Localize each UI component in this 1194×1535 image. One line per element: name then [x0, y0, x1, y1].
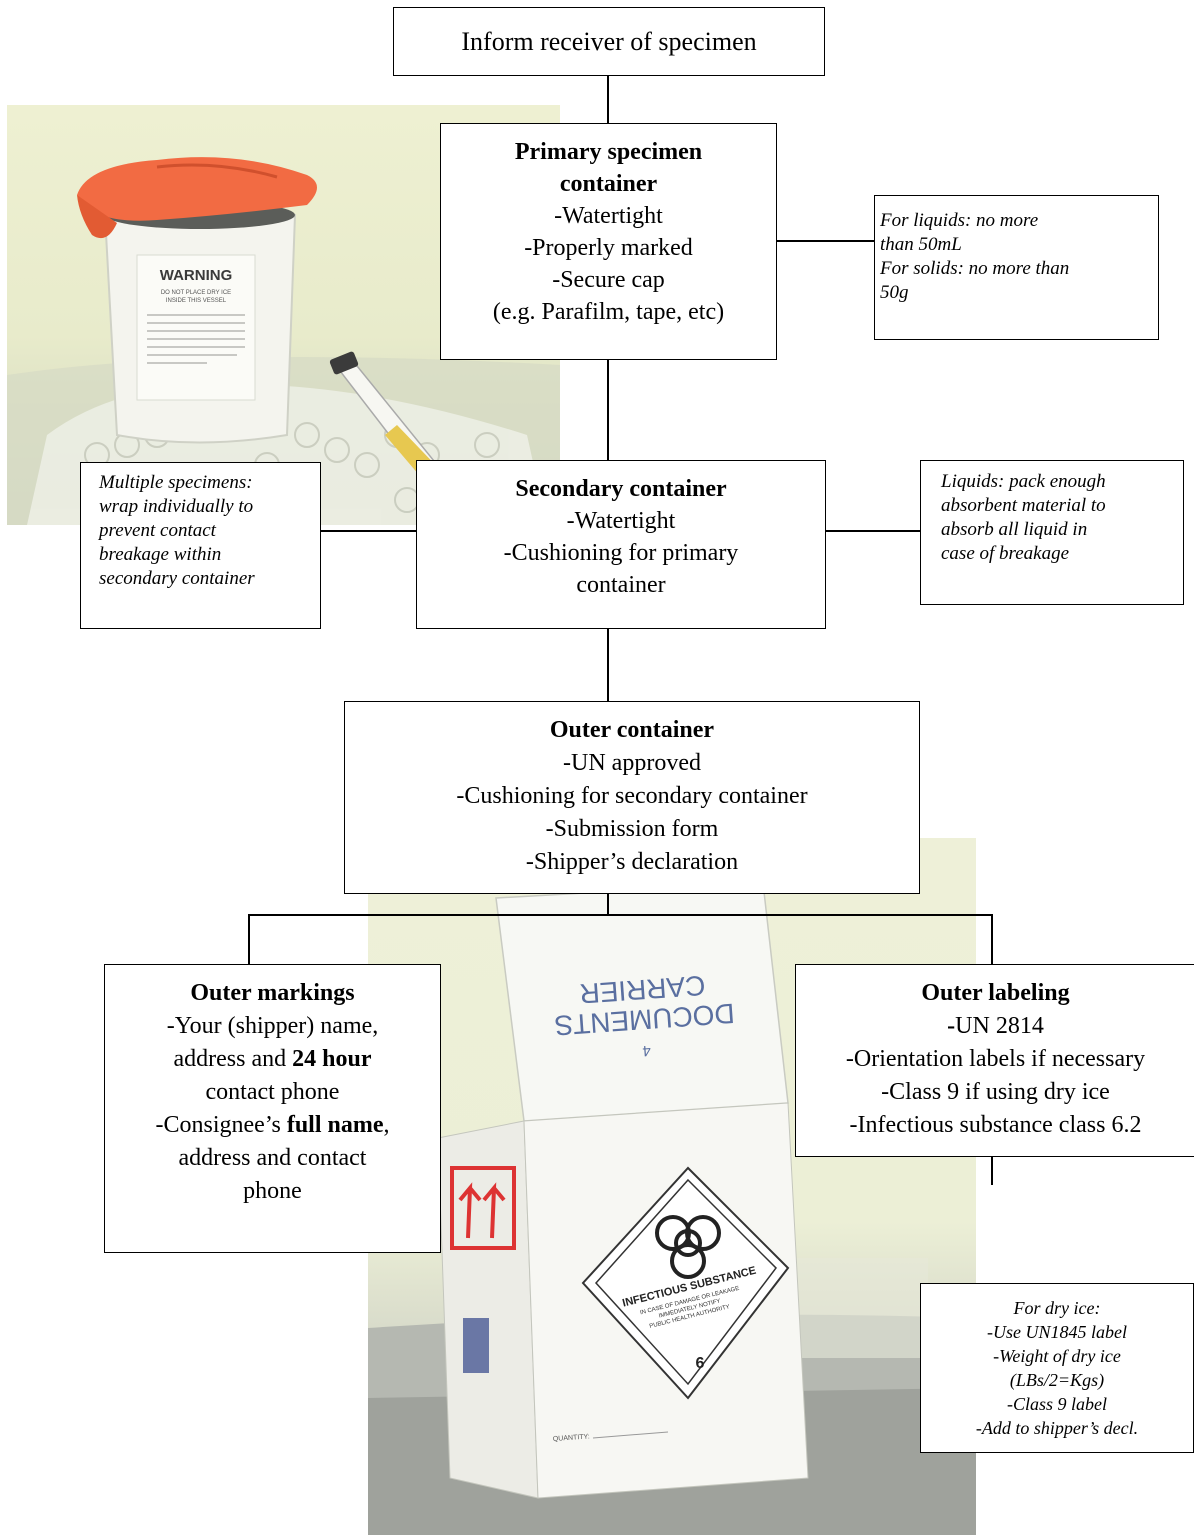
- outer-item-1: -UN approved: [563, 750, 701, 776]
- left-note-line-2: wrap individually to: [99, 496, 254, 517]
- secondary-item-1: -Watertight: [566, 508, 676, 534]
- outer-container-box: Outer container -UN approved -Cushioning…: [344, 701, 920, 894]
- connector-outer-down: [607, 893, 609, 915]
- secondary-container-box: Secondary container -Watertight -Cushion…: [416, 460, 826, 629]
- markings-line-1: -Your (shipper) name,: [166, 1013, 379, 1039]
- liquids-note-box: Liquids: pack enough absorbent material …: [920, 460, 1184, 605]
- markings-line-4-post: ,: [383, 1112, 390, 1138]
- secondary-title: Secondary container: [515, 476, 727, 502]
- flap-number: 4: [642, 1042, 652, 1060]
- connector-secondary-right-note: [825, 530, 920, 532]
- primary-note-line-2: than 50mL: [880, 234, 962, 255]
- biohazard-icon: [655, 1215, 721, 1279]
- dry-ice-line-1: For dry ice:: [1013, 1298, 1101, 1318]
- primary-item-2: -Properly marked: [524, 235, 693, 261]
- labeling-item-4: -Infectious substance class 6.2: [849, 1112, 1142, 1138]
- labeling-bold-dash: -: [947, 1013, 956, 1039]
- markings-line-3: contact phone: [205, 1079, 340, 1105]
- dry-ice-line-5: -Class 9 label: [1006, 1394, 1107, 1414]
- labeling-un2814: UN 2814: [955, 1013, 1044, 1039]
- primary-note-line-3: For solids: no more than: [880, 258, 1070, 279]
- shipping-box-photo: 4 DOCUMENTS CARRIER INFECTIOUS SUBSTANCE: [368, 838, 976, 1535]
- primary-title-2: container: [559, 171, 658, 197]
- dry-ice-note-box: For dry ice: -Use UN1845 label -Weight o…: [920, 1283, 1194, 1453]
- inform-receiver-box: Inform receiver of specimen: [393, 7, 825, 76]
- orange-cap: [77, 157, 317, 239]
- right-note-line-1: Liquids: pack enough: [941, 471, 1106, 492]
- markings-title: Outer markings: [190, 980, 355, 1006]
- primary-title-1: Primary specimen: [514, 139, 703, 165]
- connector-top-primary: [607, 75, 609, 123]
- primary-item-4: (e.g. Parafilm, tape, etc): [492, 299, 725, 325]
- labeling-item-1: -UN 2814: [796, 1010, 1194, 1043]
- outer-item-4: -Shipper’s declaration: [525, 849, 739, 875]
- outer-labeling-box: Outer labeling -UN 2814 -Orientation lab…: [795, 964, 1194, 1157]
- connector-branch-horizontal: [248, 914, 993, 916]
- markings-line-4: -Consignee’s full name,: [105, 1109, 440, 1142]
- inform-receiver-text: Inform receiver of specimen: [461, 27, 757, 56]
- outer-item-2: -Cushioning for secondary container: [456, 783, 808, 809]
- left-note-line-4: breakage within: [99, 544, 222, 565]
- markings-24-hour: 24 hour: [292, 1046, 372, 1072]
- primary-note-box: For liquids: no more than 50mL For solid…: [874, 195, 1159, 340]
- primary-note-line-4: 50g: [880, 282, 909, 303]
- connector-primary-note: [776, 240, 874, 242]
- multiple-specimens-note-box: Multiple specimens: wrap individually to…: [80, 462, 321, 629]
- jar-label-title: WARNING: [160, 267, 233, 284]
- right-note-line-4: case of breakage: [941, 543, 1070, 564]
- primary-item-1: -Watertight: [554, 203, 663, 229]
- infectious-substance-label: INFECTIOUS SUBSTANCE IN CASE OF DAMAGE O…: [581, 1166, 790, 1400]
- markings-full-name: full name: [286, 1112, 384, 1138]
- connector-branch-left: [248, 914, 250, 964]
- labeling-item-3: -Class 9 if using dry ice: [881, 1079, 1110, 1105]
- dry-ice-line-2: -Use UN1845 label: [987, 1322, 1127, 1342]
- outer-title: Outer container: [549, 717, 715, 743]
- dry-ice-line-4: (LBs/2=Kgs): [1009, 1370, 1105, 1390]
- labeling-item-2: -Orientation labels if necessary: [845, 1046, 1146, 1072]
- right-note-line-3: absorb all liquid in: [941, 519, 1088, 540]
- dry-ice-line-3: -Weight of dry ice: [993, 1346, 1121, 1366]
- outer-markings-box: Outer markings -Your (shipper) name, add…: [104, 964, 441, 1253]
- connector-labeling-stub: [991, 1157, 993, 1185]
- secondary-item-2: -Cushioning for primary: [503, 540, 739, 566]
- jar-label-sub-1: DO NOT PLACE DRY ICE: [161, 290, 231, 296]
- left-note-line-5: secondary container: [99, 568, 255, 589]
- primary-note-line-1: For liquids: no more: [880, 210, 1039, 231]
- outer-item-3: -Submission form: [545, 816, 719, 842]
- quantity-label: QUANTITY:: [553, 1433, 590, 1443]
- jar-label-sub-2: INSIDE THIS VESSEL: [166, 298, 227, 304]
- markings-line-2-pre: address and: [173, 1046, 293, 1072]
- shipping-box-illustration: 4 DOCUMENTS CARRIER INFECTIOUS SUBSTANCE: [368, 882, 976, 1535]
- right-note-line-2: absorbent material to: [941, 495, 1106, 516]
- markings-line-2: address and 24 hour: [105, 1043, 440, 1076]
- left-note-line-1: Multiple specimens:: [99, 472, 253, 493]
- diamond-class: 6: [696, 1355, 705, 1372]
- markings-line-4-pre: -Consignee’s: [155, 1112, 287, 1138]
- markings-line-6: phone: [243, 1178, 302, 1204]
- primary-item-3: -Secure cap: [552, 267, 665, 293]
- connector-secondary-outer: [607, 628, 609, 701]
- connector-left-note-secondary: [320, 530, 416, 532]
- labeling-title: Outer labeling: [921, 980, 1070, 1006]
- connector-primary-secondary: [607, 360, 609, 460]
- left-note-line-3: prevent contact: [99, 520, 216, 541]
- markings-line-5: address and contact: [178, 1145, 367, 1171]
- connector-branch-right: [991, 914, 993, 964]
- primary-container-box: Primary specimen container -Watertight -…: [440, 123, 777, 360]
- dry-ice-line-6: -Add to shipper’s decl.: [975, 1418, 1139, 1438]
- orientation-arrows-icon: [450, 1166, 516, 1250]
- secondary-item-3: container: [576, 572, 666, 598]
